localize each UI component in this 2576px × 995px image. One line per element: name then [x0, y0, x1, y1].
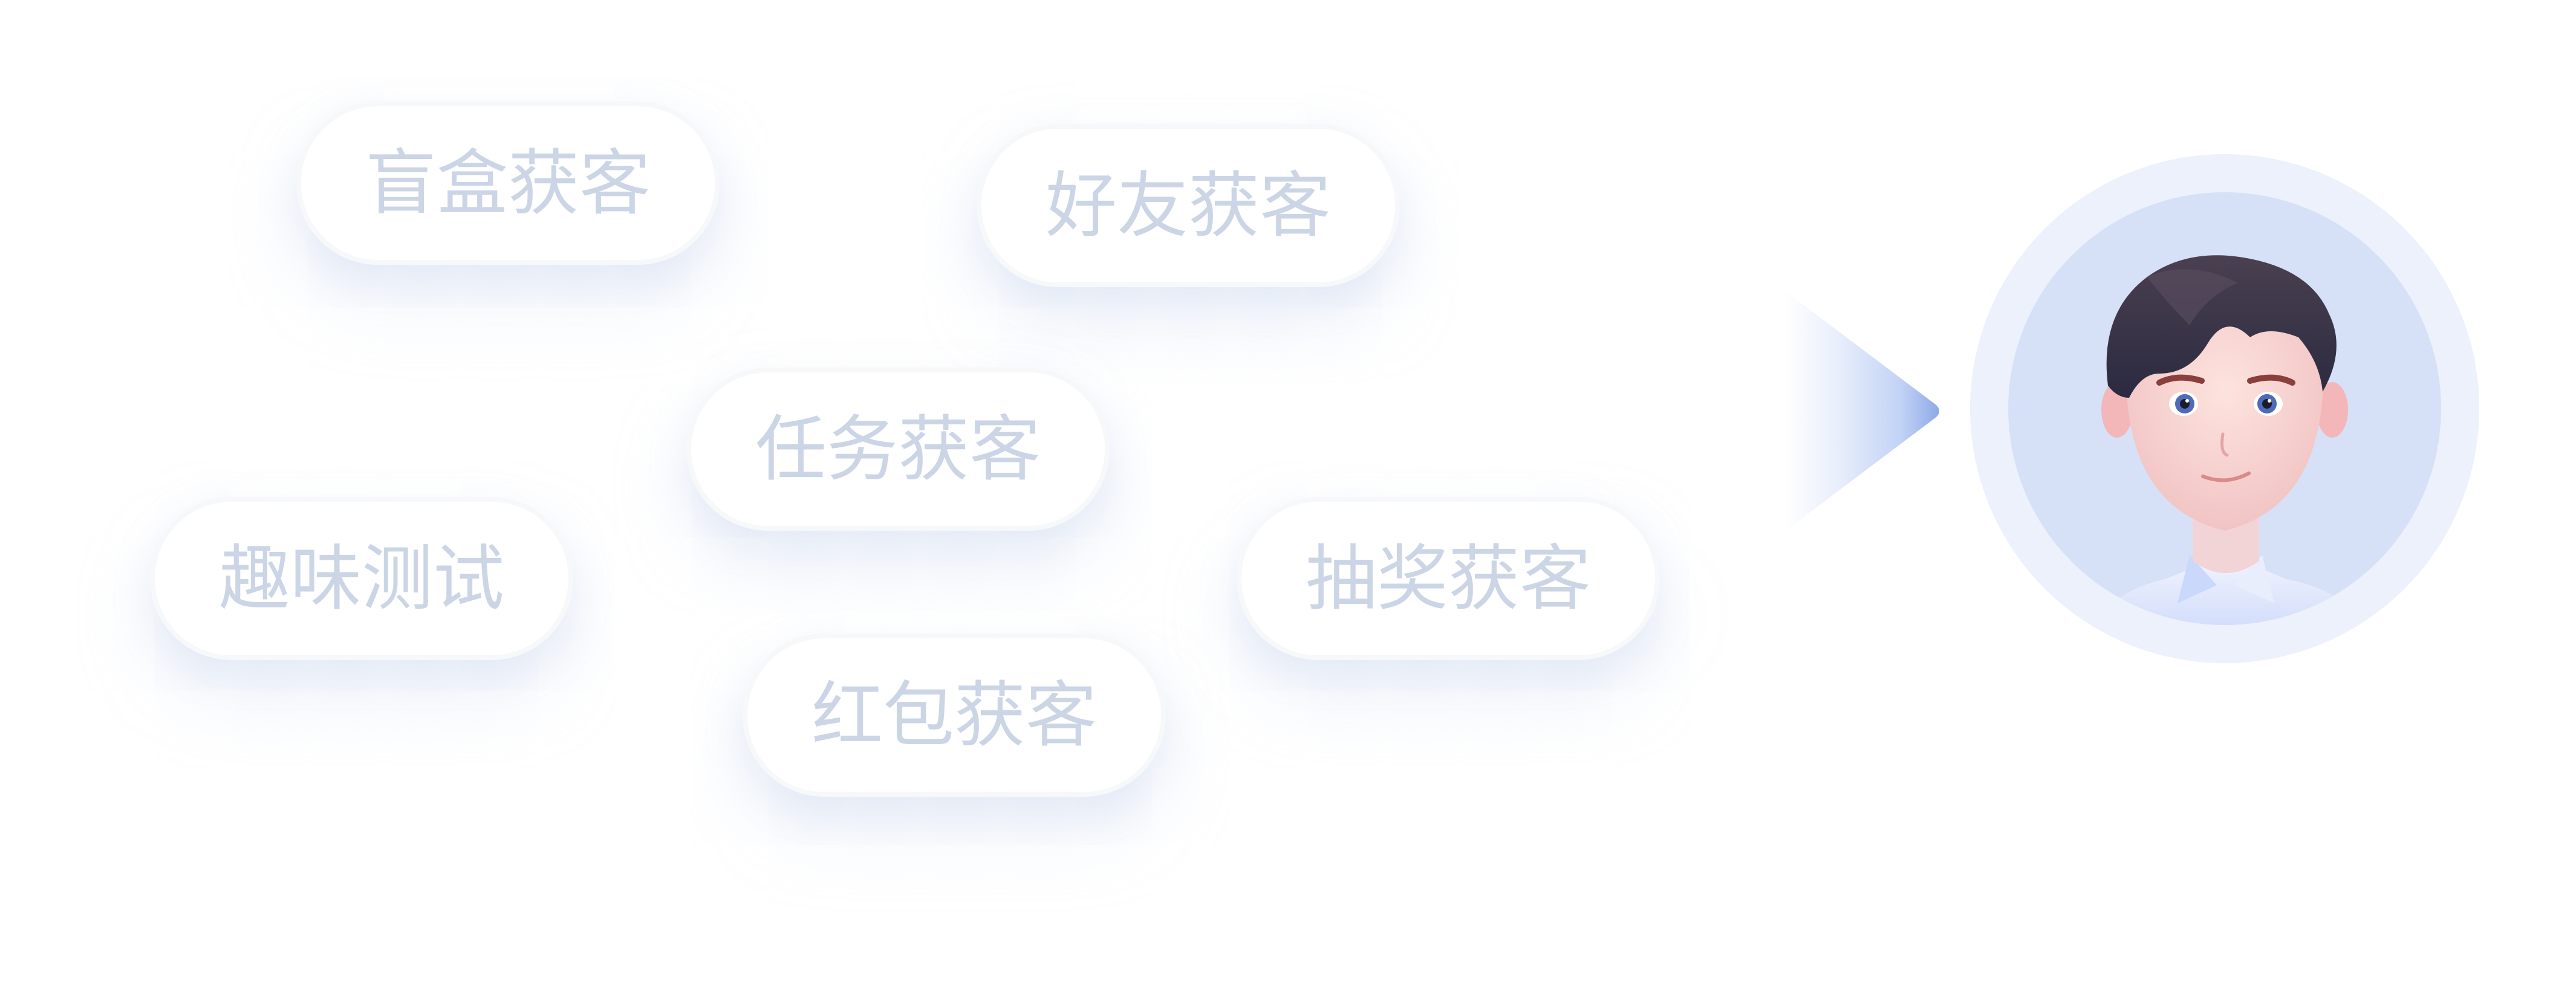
- channel-pill-task[interactable]: 任务获客: [686, 368, 1110, 531]
- channel-label: 好友获客: [1045, 164, 1331, 247]
- channel-label: 红包获客: [811, 673, 1097, 757]
- channel-pill-red-packet[interactable]: 红包获客: [743, 634, 1166, 797]
- channel-label: 抽奖获客: [1305, 537, 1591, 620]
- channel-label: 盲盒获客: [365, 141, 651, 225]
- channel-pill-lottery[interactable]: 抽奖获客: [1237, 497, 1660, 660]
- avatar: [1970, 154, 2479, 663]
- channel-pill-friend[interactable]: 好友获客: [977, 124, 1400, 287]
- channel-label: 趣味测试: [218, 537, 504, 620]
- channel-label: 任务获客: [755, 407, 1041, 491]
- user-avatar-icon: [2099, 255, 2359, 625]
- channel-pill-fun-test[interactable]: 趣味测试: [150, 497, 573, 660]
- avatar-portrait: [2008, 192, 2441, 625]
- channel-pill-blind-box[interactable]: 盲盒获客: [296, 102, 720, 265]
- triangle-arrow-right-icon: [1784, 290, 1939, 532]
